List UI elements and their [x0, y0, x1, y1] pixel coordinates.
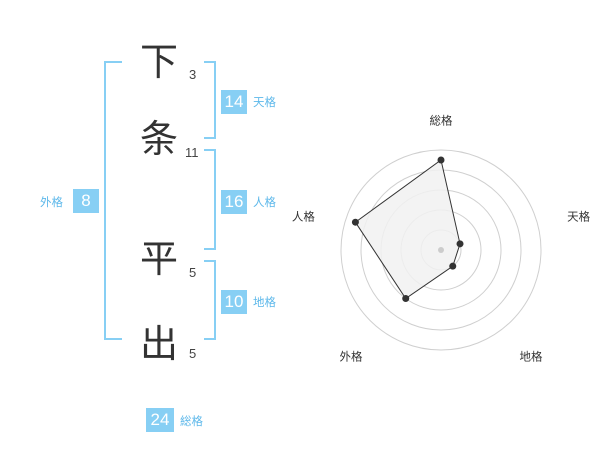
soukaku-value: 24: [146, 408, 174, 432]
gaikaku-value: 8: [73, 189, 99, 213]
gaikaku-bracket: [104, 61, 122, 340]
name-char-1: 下: [140, 40, 179, 84]
radar-center-dot: [438, 247, 444, 253]
tenkaku-value: 14: [221, 90, 247, 114]
radar-axis-label-3: 地格: [520, 350, 543, 364]
soukaku-label: 総格: [180, 414, 203, 428]
stroke-count-4: 5: [189, 346, 197, 361]
radar-point-2: [456, 240, 464, 248]
radar-axis-label-1: 総格: [430, 114, 453, 128]
radar-grid-ring: [340, 149, 542, 351]
radar-point-4: [402, 295, 410, 303]
radar-axis-label-4: 外格: [339, 350, 362, 364]
jinkaku-bracket: [204, 149, 216, 250]
stroke-count-1: 3: [189, 67, 197, 82]
radar-point-3: [449, 262, 457, 270]
chikaku-label: 地格: [253, 295, 276, 309]
name-char-4: 出: [140, 322, 179, 366]
jinkaku-value: 16: [221, 190, 247, 214]
tenkaku-bracket: [204, 61, 216, 139]
stroke-count-2: 11: [185, 145, 199, 160]
radar-point-1: [437, 156, 445, 164]
jinkaku-label: 人格: [253, 195, 276, 209]
radar-axis-label-5: 人格: [292, 209, 315, 223]
radar-axis-label-2: 天格: [567, 209, 590, 223]
chikaku-bracket: [204, 260, 216, 340]
stroke-count-3: 5: [189, 265, 197, 280]
chikaku-value: 10: [221, 290, 247, 314]
tenkaku-label: 天格: [253, 95, 276, 109]
radar-point-5: [351, 218, 359, 226]
name-char-2: 条: [140, 117, 179, 161]
name-char-3: 平: [140, 237, 179, 281]
radar-data-area: [354, 159, 461, 300]
gaikaku-label: 外格: [40, 195, 63, 209]
